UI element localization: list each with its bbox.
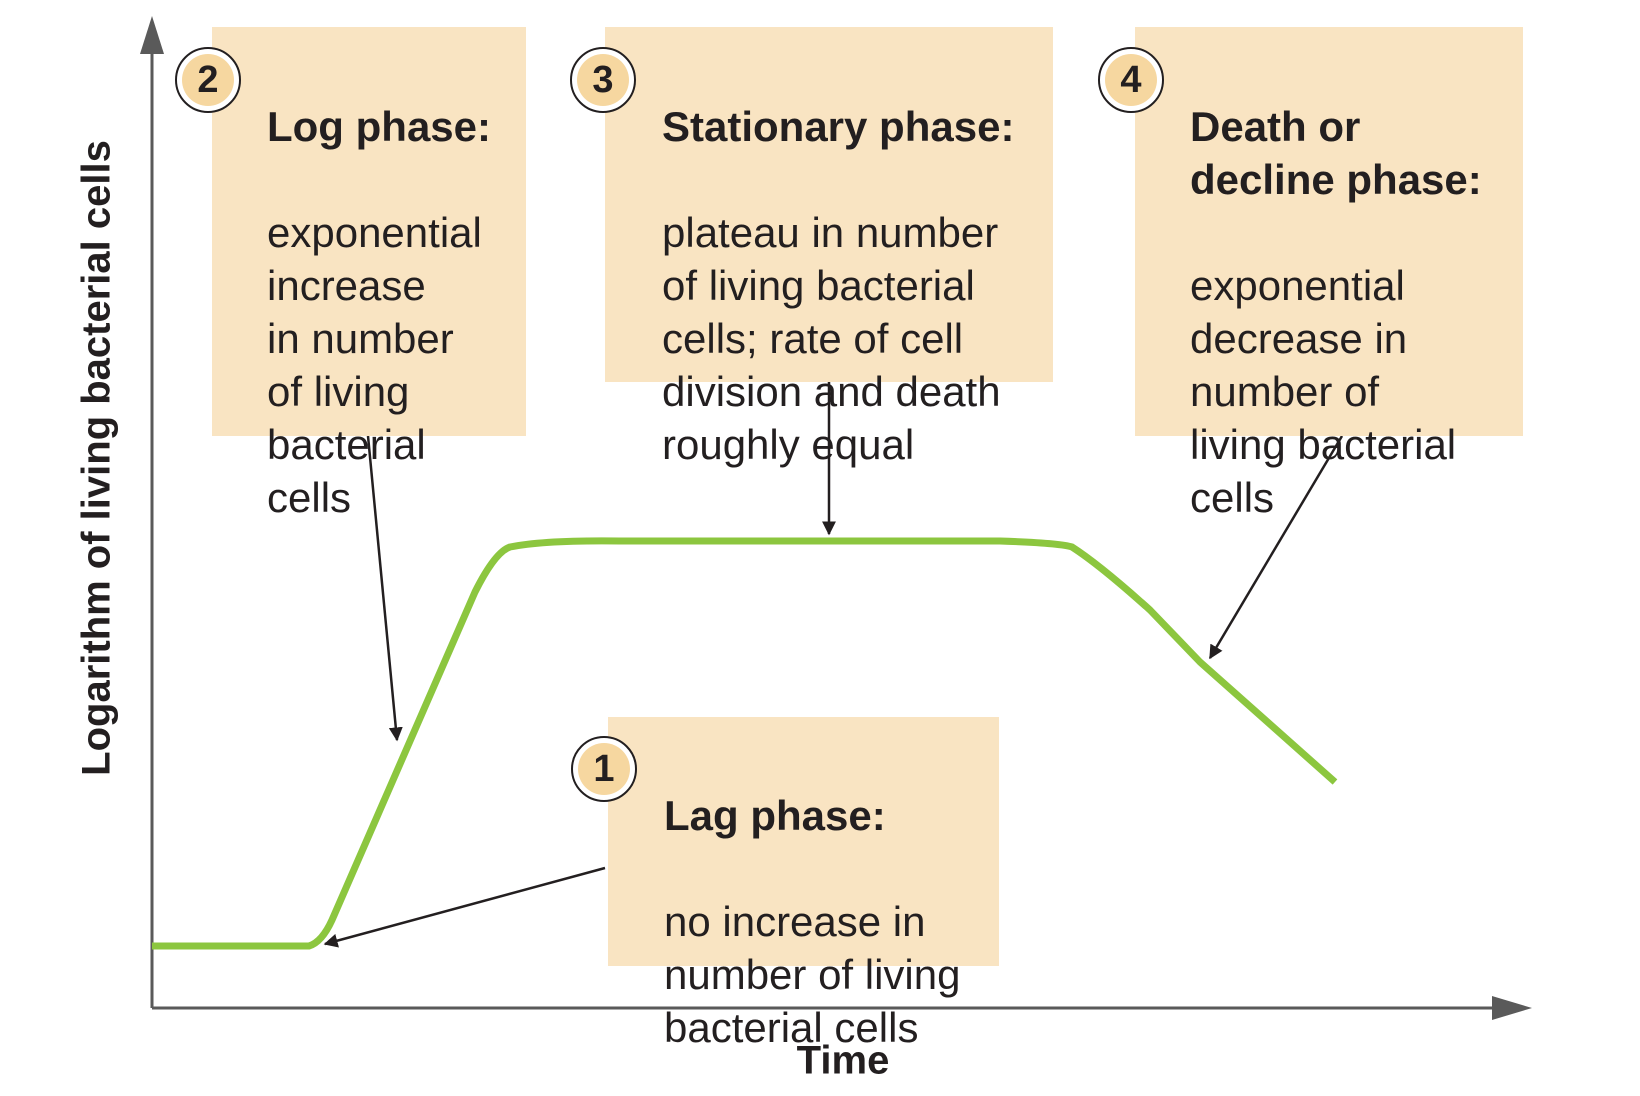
stationary-phase-number: 3 [577, 54, 629, 106]
death-phase-number-badge: 4 [1098, 47, 1164, 113]
log-phase-title: Log phase: [267, 103, 492, 150]
lag-phase-text: Lag phase: no increase in number of livi… [664, 736, 996, 1096]
lag-phase-number-badge: 1 [571, 736, 637, 802]
death-phase-number: 4 [1105, 54, 1157, 106]
y-axis-label: Logarithm of living bacterial cells [74, 140, 119, 776]
lag-phase-number: 1 [578, 743, 630, 795]
log-phase-number-badge: 2 [175, 47, 241, 113]
x-axis-arrowhead [1492, 996, 1532, 1020]
lag-phase-title: Lag phase: [664, 792, 886, 839]
log-phase-box [212, 27, 526, 436]
stationary-phase-description: plateau in number of living bacterial ce… [662, 209, 1001, 468]
death-phase-text: Death or decline phase: exponential decr… [1190, 47, 1520, 577]
stationary-phase-number-badge: 3 [570, 47, 636, 113]
log-phase-pointer-arrow [366, 435, 403, 742]
log-phase-text: Log phase: exponential increase in numbe… [267, 47, 522, 577]
lag-phase-box [608, 717, 999, 966]
stationary-phase-title: Stationary phase: [662, 103, 1015, 150]
x-axis-label: Time [796, 1038, 890, 1083]
y-axis-arrowhead [140, 16, 164, 54]
death-phase-title: Death or decline phase: [1190, 103, 1482, 203]
growth-curve [152, 537, 1338, 950]
stationary-phase-box [605, 27, 1053, 382]
lag-phase-description: no increase in number of living bacteria… [664, 898, 961, 1051]
death-phase-box [1135, 27, 1523, 436]
death-phase-pointer-arrow [1208, 435, 1344, 660]
log-phase-description: exponential increase in number of living… [267, 209, 482, 521]
log-phase-number: 2 [182, 54, 234, 106]
lag-phase-pointer-arrow [323, 866, 606, 948]
death-phase-description: exponential decrease in number of living… [1190, 262, 1457, 521]
stationary-phase-text: Stationary phase: plateau in number of l… [662, 47, 1050, 524]
